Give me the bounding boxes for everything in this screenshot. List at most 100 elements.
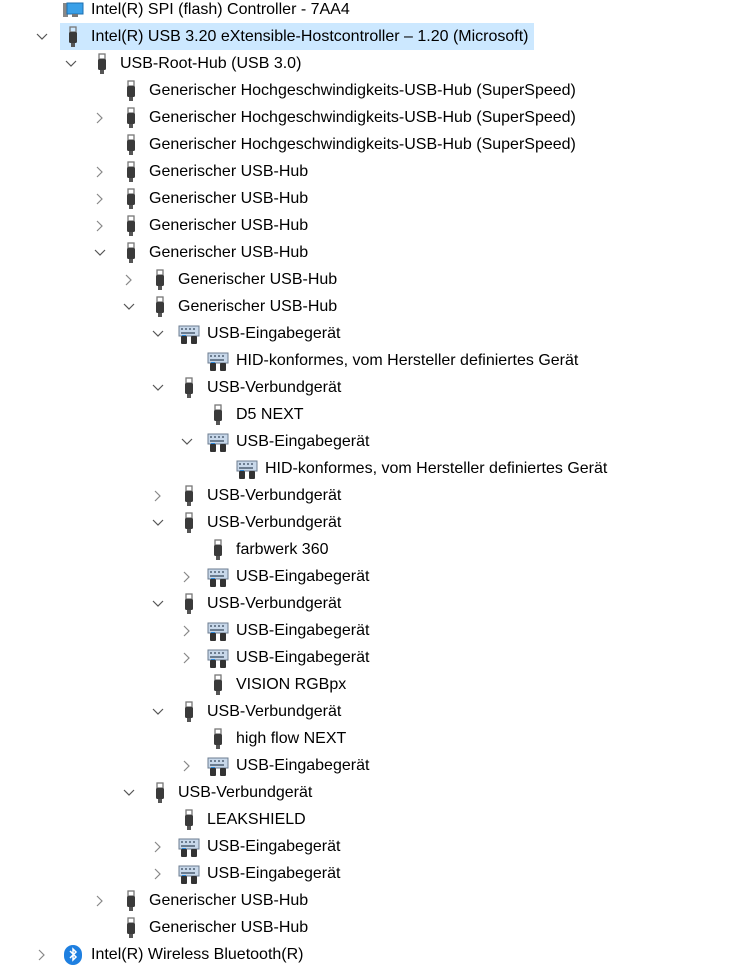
chevron-down-icon[interactable] [150,515,166,531]
tree-item[interactable]: high flow NEXT [205,725,351,752]
tree-node[interactable]: Generischer USB-Hub [0,185,748,212]
tree-node[interactable]: USB-Eingabegerät [0,617,748,644]
chevron-right-icon[interactable] [179,569,195,585]
tree-item[interactable]: Generischer Hochgeschwindigkeits-USB-Hub… [118,77,581,104]
tree-node[interactable]: USB-Eingabegerät [0,563,748,590]
chevron-down-icon[interactable] [150,596,166,612]
tree-node[interactable]: USB-Verbundgerät [0,698,748,725]
tree-node[interactable]: Generischer Hochgeschwindigkeits-USB-Hub… [0,131,748,158]
chevron-right-icon[interactable] [179,758,195,774]
chevron-right-icon[interactable] [92,164,108,180]
tree-node[interactable]: Generischer USB-Hub [0,266,748,293]
tree-item[interactable]: USB-Verbundgerät [176,698,346,725]
tree-node[interactable]: LEAKSHIELD [0,806,748,833]
tree-item[interactable]: USB-Eingabegerät [205,428,374,455]
chevron-down-icon[interactable] [179,434,195,450]
tree-item[interactable]: USB-Eingabegerät [176,320,345,347]
tree-node[interactable]: Generischer USB-Hub [0,293,748,320]
tree-item[interactable]: Intel(R) Wireless Bluetooth(R) [60,941,309,968]
tree-node[interactable]: Intel(R) Wireless Bluetooth(R) [0,941,748,968]
tree-node[interactable]: USB-Verbundgerät [0,509,748,536]
chevron-down-icon[interactable] [63,56,79,72]
tree-item[interactable]: Generischer USB-Hub [118,212,313,239]
tree-node[interactable]: Generischer USB-Hub [0,239,748,266]
tree-node[interactable]: USB-Verbundgerät [0,779,748,806]
tree-node[interactable]: USB-Verbundgerät [0,374,748,401]
tree-item[interactable]: LEAKSHIELD [176,806,311,833]
tree-item[interactable]: USB-Verbundgerät [176,482,346,509]
tree-item[interactable]: Intel(R) SPI (flash) Controller - 7AA4 [60,0,355,23]
tree-node[interactable]: USB-Verbundgerät [0,482,748,509]
tree-node[interactable]: HID-konformes, vom Hersteller definierte… [0,347,748,374]
chevron-down-icon[interactable] [121,299,137,315]
tree-item[interactable]: HID-konformes, vom Hersteller definierte… [234,455,612,482]
tree-node[interactable]: Generischer Hochgeschwindigkeits-USB-Hub… [0,104,748,131]
tree-node[interactable]: USB-Root-Hub (USB 3.0) [0,50,748,77]
tree-item[interactable]: farbwerk 360 [205,536,334,563]
tree-item[interactable]: USB-Verbundgerät [176,509,346,536]
tree-item[interactable]: Generischer USB-Hub [118,185,313,212]
tree-item[interactable]: Generischer USB-Hub [147,266,342,293]
chevron-right-icon[interactable] [179,650,195,666]
chevron-right-icon[interactable] [92,893,108,909]
chevron-down-icon[interactable] [121,785,137,801]
chevron-down-icon[interactable] [150,704,166,720]
tree-item[interactable]: USB-Eingabegerät [205,644,374,671]
tree-item[interactable]: VISION RGBpx [205,671,351,698]
tree-item[interactable]: HID-konformes, vom Hersteller definierte… [205,347,583,374]
tree-item[interactable]: USB-Root-Hub (USB 3.0) [89,50,306,77]
tree-item[interactable]: USB-Eingabegerät [176,860,345,887]
tree-item[interactable]: USB-Verbundgerät [176,590,346,617]
tree-node[interactable]: Generischer USB-Hub [0,212,748,239]
tree-node[interactable]: Intel(R) USB 3.20 eXtensible-Hostcontrol… [0,23,748,50]
tree-node[interactable]: Generischer Hochgeschwindigkeits-USB-Hub… [0,77,748,104]
chevron-right-icon[interactable] [92,218,108,234]
tree-node[interactable]: HID-konformes, vom Hersteller definierte… [0,455,748,482]
chevron-down-icon[interactable] [92,245,108,261]
tree-item[interactable]: USB-Eingabegerät [176,833,345,860]
chevron-right-icon[interactable] [150,488,166,504]
tree-node[interactable]: USB-Verbundgerät [0,590,748,617]
tree-node[interactable]: USB-Eingabegerät [0,428,748,455]
chevron-right-icon[interactable] [179,623,195,639]
tree-item[interactable]: USB-Eingabegerät [205,752,374,779]
tree-item[interactable]: Generischer Hochgeschwindigkeits-USB-Hub… [118,104,581,131]
tree-node[interactable]: USB-Eingabegerät [0,833,748,860]
tree-item[interactable]: Generischer USB-Hub [147,293,342,320]
expander-placeholder [179,353,195,369]
tree-item[interactable]: Generischer USB-Hub [118,158,313,185]
chevron-down-icon[interactable] [150,380,166,396]
tree-node[interactable]: USB-Eingabegerät [0,860,748,887]
chevron-right-icon[interactable] [150,866,166,882]
tree-node[interactable]: Generischer USB-Hub [0,887,748,914]
chevron-right-icon[interactable] [92,191,108,207]
chevron-right-icon[interactable] [150,839,166,855]
chevron-down-icon[interactable] [34,29,50,45]
tree-node[interactable]: Generischer USB-Hub [0,158,748,185]
chevron-down-icon[interactable] [150,326,166,342]
tree-item[interactable]: Generischer USB-Hub [118,914,313,941]
selected-tree-item[interactable]: Intel(R) USB 3.20 eXtensible-Hostcontrol… [60,23,534,50]
tree-node[interactable]: USB-Eingabegerät [0,644,748,671]
chevron-right-icon[interactable] [34,947,50,963]
chevron-right-icon[interactable] [92,110,108,126]
tree-node[interactable]: USB-Eingabegerät [0,752,748,779]
tree-node[interactable]: high flow NEXT [0,725,748,752]
tree-item[interactable]: Generischer USB-Hub [118,887,313,914]
tree-item[interactable]: Generischer USB-Hub [118,239,313,266]
tree-item[interactable]: USB-Eingabegerät [205,617,374,644]
tree-node[interactable]: USB-Eingabegerät [0,320,748,347]
tree-item[interactable]: Generischer Hochgeschwindigkeits-USB-Hub… [118,131,581,158]
tree-node[interactable]: Generischer USB-Hub [0,914,748,941]
tree-item[interactable]: USB-Verbundgerät [176,374,346,401]
tree-node[interactable]: VISION RGBpx [0,671,748,698]
chevron-right-icon[interactable] [121,272,137,288]
tree-node[interactable]: D5 NEXT [0,401,748,428]
tree-item[interactable]: USB-Eingabegerät [205,563,374,590]
tree-node[interactable]: farbwerk 360 [0,536,748,563]
usb-icon [149,295,171,318]
tree-item[interactable]: USB-Verbundgerät [147,779,317,806]
tree-item[interactable]: D5 NEXT [205,401,309,428]
tree-node[interactable]: Intel(R) SPI (flash) Controller - 7AA4 [0,0,748,23]
